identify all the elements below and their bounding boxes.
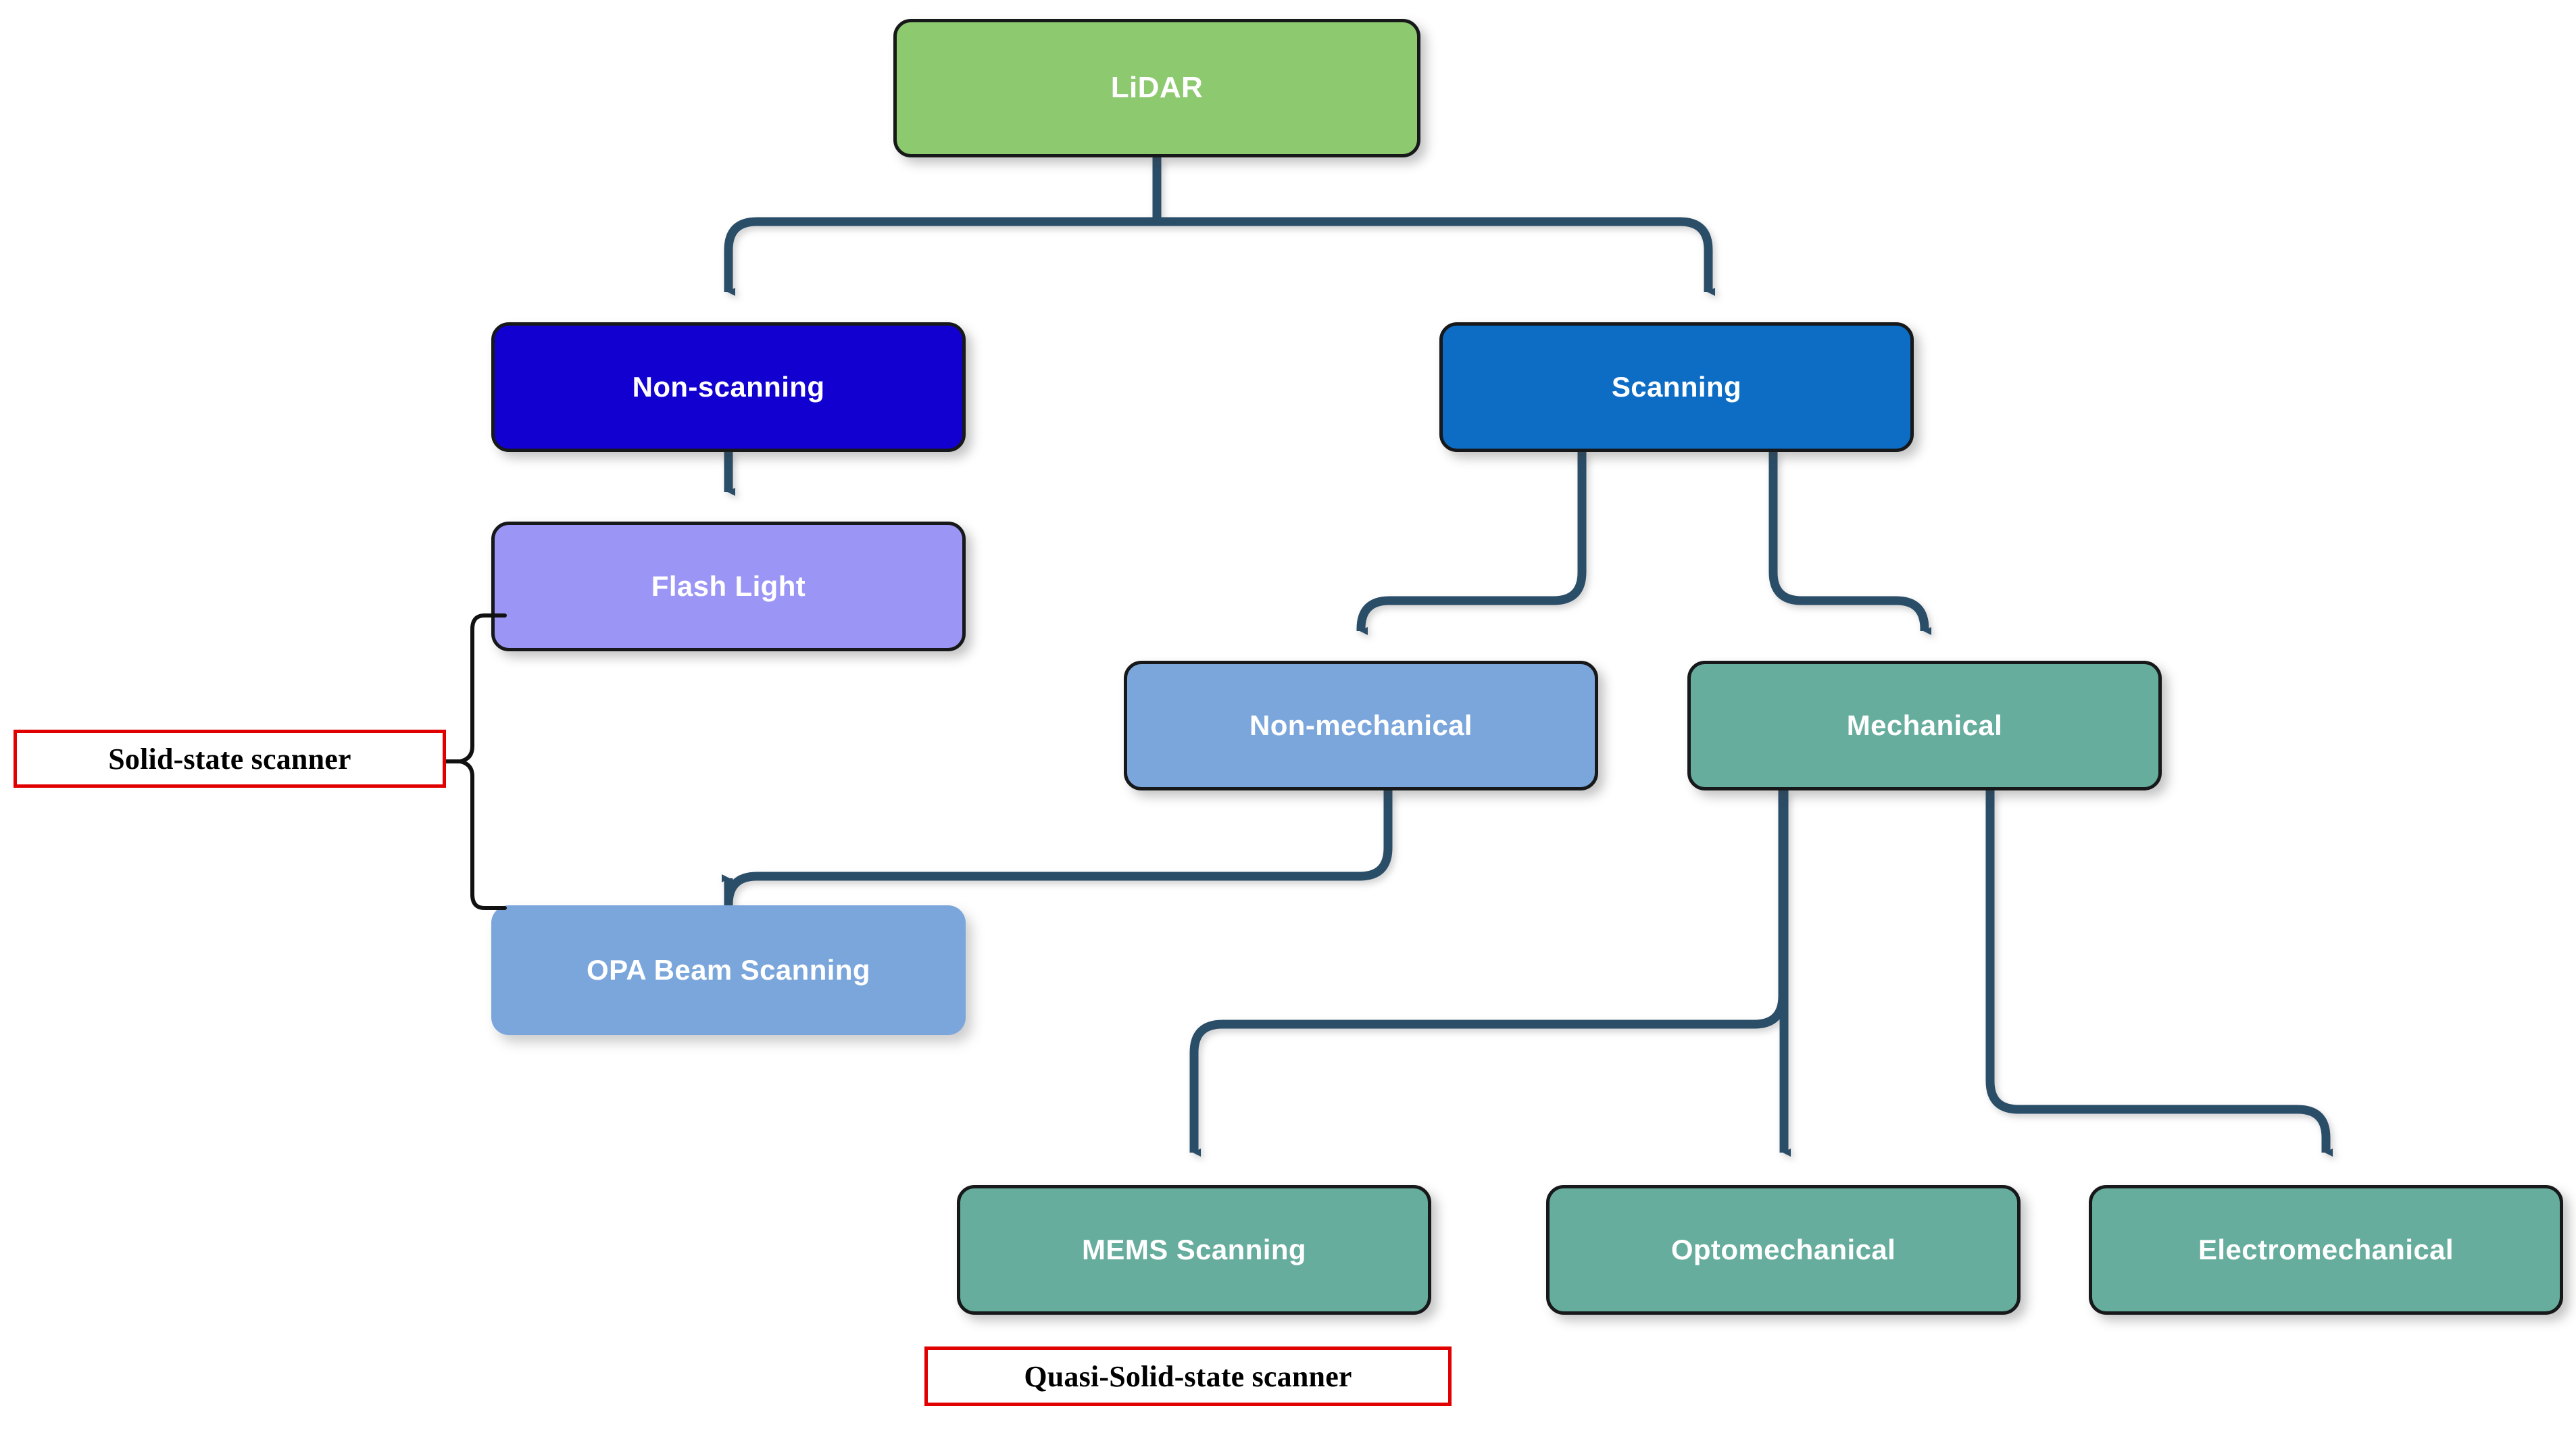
node-optomechanical-label: Optomechanical [1670, 1233, 1896, 1265]
node-non-mechanical-label: Non-mechanical [1249, 709, 1472, 741]
node-scanning[interactable]: Scanning [1439, 322, 1914, 452]
annotation-quasi-solid-state-scanner: Quasi-Solid-state scanner [924, 1346, 1452, 1406]
node-mechanical-label: Mechanical [1846, 709, 2003, 741]
node-lidar[interactable]: LiDAR [893, 19, 1420, 157]
edge-lidar-to-non-scanning [724, 217, 1157, 296]
node-flash-light-label: Flash Light [651, 570, 806, 602]
edge-scanning-to-non-mechanical [1356, 452, 1587, 635]
solid-state-brace [443, 613, 507, 910]
node-mems-scanning-label: MEMS Scanning [1082, 1233, 1306, 1265]
annotation-quasi-solid-state-scanner-label: Quasi-Solid-state scanner [1024, 1359, 1352, 1393]
node-electromechanical-label: Electromechanical [2198, 1233, 2454, 1265]
node-opa-beam-scanning[interactable]: OPA Beam Scanning [491, 905, 966, 1035]
node-flash-light[interactable]: Flash Light [491, 522, 966, 651]
edge-mechanical-to-mems [1189, 790, 1787, 1157]
node-electromechanical[interactable]: Electromechanical [2089, 1185, 2563, 1315]
annotation-solid-state-scanner-label: Solid-state scanner [108, 742, 351, 776]
node-optomechanical[interactable]: Optomechanical [1546, 1185, 2021, 1315]
node-lidar-label: LiDAR [1110, 71, 1204, 105]
node-non-scanning-label: Non-scanning [632, 370, 825, 403]
node-non-mechanical[interactable]: Non-mechanical [1124, 661, 1598, 790]
edge-scanning-to-mechanical [1768, 452, 1931, 635]
node-mechanical[interactable]: Mechanical [1687, 661, 2162, 790]
node-non-scanning[interactable]: Non-scanning [491, 322, 966, 452]
annotation-solid-state-scanner: Solid-state scanner [14, 730, 446, 788]
edge-non-mechanical-to-opa [722, 790, 1393, 909]
node-mems-scanning[interactable]: MEMS Scanning [957, 1185, 1431, 1315]
edge-mechanical-to-electromechanical [1985, 790, 2333, 1157]
edge-lidar-to-scanning [1157, 217, 1715, 296]
node-scanning-label: Scanning [1611, 370, 1742, 403]
node-opa-beam-scanning-label: OPA Beam Scanning [587, 953, 870, 986]
